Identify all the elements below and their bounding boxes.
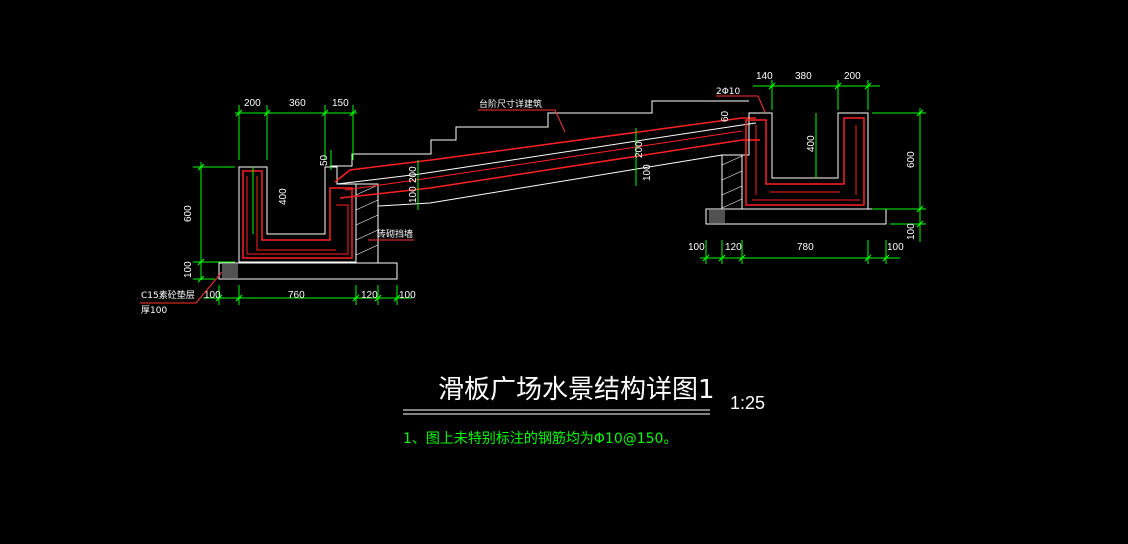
- dim-left-top-3: 150: [332, 98, 349, 109]
- dim-right-top-2: 380: [795, 71, 812, 82]
- left-bottom-dim-text: 100 760 120 100: [204, 290, 416, 301]
- right-foundation-pad: [705, 208, 887, 225]
- left-brick-wall: [355, 183, 379, 264]
- left-basin-rebar-inner: [246, 176, 349, 255]
- dim-slab-left-200: 200: [408, 166, 419, 183]
- right-basin-rebar: [745, 117, 865, 206]
- sloped-slab: [330, 100, 760, 207]
- right-basin-outline: [741, 112, 869, 210]
- dim-left-top-2: 360: [289, 98, 306, 109]
- dim-left-height-100: 100: [183, 261, 194, 278]
- label-slope-note: 台阶尺寸详建筑: [479, 98, 542, 110]
- right-pad-hatch: [709, 210, 725, 223]
- dim-right-bottom-4: 100: [887, 242, 904, 253]
- dim-slab-left-100: 100: [408, 186, 419, 203]
- dim-right-height-100: 100: [906, 223, 917, 240]
- right-brick-wall: [721, 154, 743, 210]
- label-foundation-1: C15素砼垫层: [141, 289, 195, 301]
- dim-right-height-600: 600: [906, 151, 917, 168]
- dim-left-bottom-2: 760: [288, 290, 305, 301]
- title-underline: [403, 409, 710, 415]
- dim-left-bottom-4: 100: [399, 290, 416, 301]
- left-basin-rebar: [242, 170, 353, 259]
- leader-foundation: [140, 271, 223, 304]
- dimension-ticks: [197, 82, 924, 302]
- dim-slab-right-200: 200: [634, 141, 645, 158]
- left-pad-hatch: [222, 264, 238, 278]
- left-top-dim-text: 200 360 150: [244, 98, 349, 109]
- dim-left-step-50: 50: [319, 154, 330, 166]
- dimension-lines: [193, 80, 926, 305]
- leader-rebar-top: [716, 95, 766, 113]
- right-top-dim-text: 140 380 200: [756, 71, 861, 82]
- general-note: 1、图上未特别标注的钢筋均为Φ10@150。: [403, 430, 677, 447]
- left-brick-hatch: [355, 184, 379, 256]
- dim-slab-right-100: 100: [642, 164, 653, 181]
- steps-outline: [330, 100, 749, 167]
- dim-right-top-3: 200: [844, 71, 861, 82]
- slab-rebar-mid: [344, 130, 743, 191]
- dim-left-top-1: 200: [244, 98, 261, 109]
- slab-rebar-top: [334, 117, 756, 183]
- right-bottom-dim-text: 100 120 780 100: [688, 242, 904, 253]
- left-basin: [218, 166, 398, 280]
- dim-left-bottom-3: 120: [361, 290, 378, 301]
- label-foundation-2: 厚100: [141, 305, 167, 316]
- left-foundation-pad: [218, 262, 398, 280]
- drawing-title: 滑板广场水景结构详图1: [438, 375, 715, 405]
- label-rebar-top: 2Φ10: [716, 87, 741, 97]
- drawing-scale: 1:25: [730, 393, 765, 413]
- dim-right-small-60: 60: [720, 110, 731, 122]
- dim-right-bottom-2: 120: [725, 242, 742, 253]
- right-basin-rebar-inner: [752, 125, 860, 201]
- dim-right-bottom-1: 100: [688, 242, 705, 253]
- dim-right-top-1: 140: [756, 71, 773, 82]
- leader-slope-note: [478, 109, 566, 133]
- dim-left-bottom-1: 100: [204, 290, 221, 301]
- slab-bottom-line: [377, 154, 742, 207]
- dim-left-inner-400: 400: [278, 188, 289, 205]
- dim-right-inner-400: 400: [806, 135, 817, 152]
- label-brick-wall: 砖砌挡墙: [377, 228, 413, 240]
- dim-right-bottom-3: 780: [797, 242, 814, 253]
- slab-rebar-bottom: [339, 139, 760, 199]
- dim-left-height-600: 600: [183, 205, 194, 222]
- leaders: [140, 95, 766, 304]
- right-basin: [705, 112, 887, 225]
- right-brick-hatch: [721, 155, 743, 209]
